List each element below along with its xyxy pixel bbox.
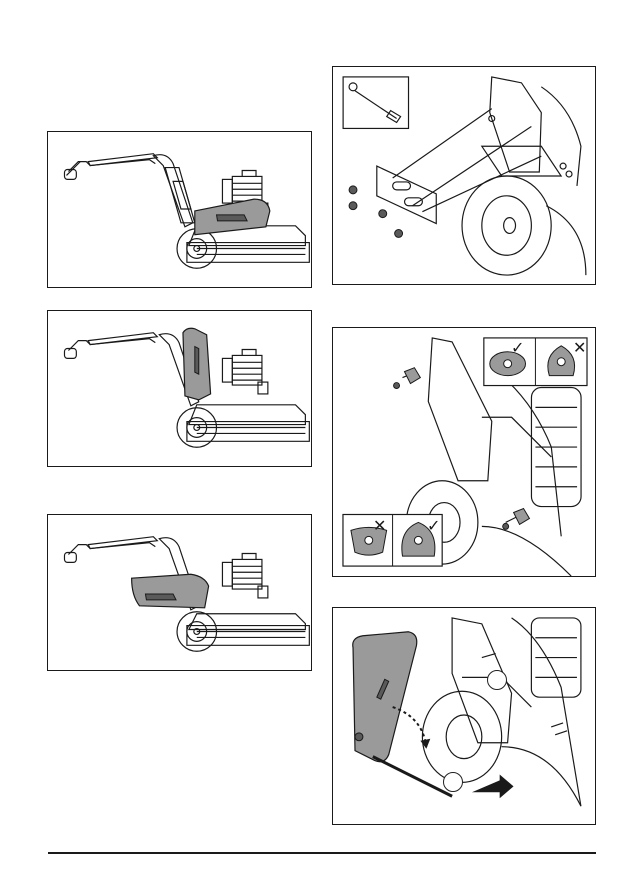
machine-illustration (48, 515, 311, 670)
cross-mark-icon: ✕ (573, 338, 586, 358)
callout-circle (487, 670, 507, 690)
machine-illustration (48, 132, 311, 287)
machine-illustration (48, 311, 311, 466)
figure-guard-installation (332, 607, 596, 825)
installation-illustration (333, 608, 595, 824)
figure-bracket-mount (332, 66, 596, 285)
figure-machine-guard-raised (47, 310, 312, 467)
footer-rule (48, 852, 596, 854)
check-mark-icon: ✓ (427, 516, 440, 536)
bumper-illustration (333, 328, 595, 576)
figure-bumper-orientation: ✓ ✕ ✕ ✓ (332, 327, 596, 577)
wrench-icon (343, 77, 408, 129)
cross-mark-icon: ✕ (373, 516, 386, 536)
figure-machine-guard-down (47, 131, 312, 288)
figure-machine-guard-forward (47, 514, 312, 671)
callout-circle (443, 772, 463, 792)
check-mark-icon: ✓ (511, 338, 524, 358)
bracket-illustration (333, 67, 595, 284)
